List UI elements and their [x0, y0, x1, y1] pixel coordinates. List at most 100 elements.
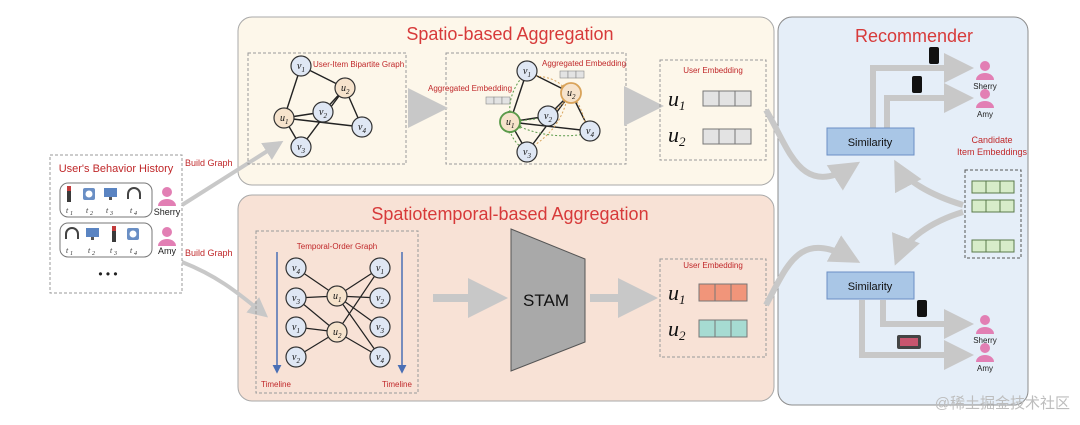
rec-user-sherry-bottom: Sherry: [973, 336, 997, 345]
item-node-v1: v1: [285, 316, 307, 338]
palette-icon: [897, 335, 921, 349]
svg-text:t: t: [130, 246, 133, 255]
rec-user-sherry-top-icon: [976, 61, 994, 80]
item-node-v2: v2: [312, 101, 334, 123]
behavior-title: User's Behavior History: [59, 163, 174, 175]
bipartite-label: User-Item Bipartite Graph: [313, 60, 404, 69]
svg-text:t: t: [106, 206, 109, 215]
user-embedding-spatio: User Embedding u1 u2: [659, 59, 767, 161]
svg-text:v3: v3: [376, 322, 384, 335]
svg-text:v4: v4: [358, 122, 366, 135]
behavior-history: User's Behavior History t t t t t t t t Sher…: [49, 154, 183, 294]
svg-text:u1: u1: [333, 291, 342, 304]
item-node-v2: v2: [369, 287, 391, 309]
time-subscript: 2: [92, 251, 95, 257]
svg-text:v1: v1: [376, 263, 384, 276]
temporal-order-graph: Temporal-Order Graph Timeline Timeline: [255, 230, 419, 394]
user-node-u2: u2: [326, 321, 348, 343]
svg-text:v2: v2: [376, 293, 384, 306]
svg-text:u2: u2: [567, 88, 576, 101]
camera-icon: [83, 188, 95, 200]
lipstick-icon: [67, 186, 71, 202]
rec-user-sherry-bottom-icon: [976, 315, 994, 334]
time-subscript: 1: [70, 251, 73, 257]
user-node-u1: u1: [273, 107, 295, 129]
recommender-flows: [763, 53, 974, 370]
item-node-v4: v4: [579, 120, 601, 142]
spatiotemporal-title: Spatiotemporal-based Aggregation: [371, 204, 648, 224]
rec-user-sherry-top: Sherry: [973, 82, 997, 91]
time-subscript: 2: [90, 211, 93, 217]
svg-text:t: t: [66, 246, 69, 255]
time-subscript: 1: [70, 211, 73, 217]
user-node-u1: u1: [499, 111, 521, 133]
similarity-label-bottom: Similarity: [848, 281, 893, 293]
aggregated-label-1: Aggregated Embedding: [542, 59, 626, 68]
temporal-label: Temporal-Order Graph: [297, 242, 377, 251]
phone-icon: [929, 47, 939, 64]
lipstick-icon: [112, 226, 116, 242]
stam-block: STAM: [510, 228, 586, 372]
user-amy-label: Amy: [158, 246, 177, 256]
camera-icon: [127, 228, 139, 240]
svg-text:v3: v3: [297, 142, 305, 155]
embedding-u1-bottom: u1: [668, 280, 686, 307]
svg-text:t: t: [130, 206, 133, 215]
user-embedding-label-bottom: User Embedding: [683, 261, 743, 270]
rec-user-amy-bottom: Amy: [977, 364, 993, 373]
svg-text:v4: v4: [586, 126, 594, 139]
svg-text:t: t: [88, 246, 91, 255]
user-embedding-spatiotemporal: User Embedding u1 u2: [659, 258, 767, 358]
item-node-v1: v1: [516, 60, 538, 82]
item-node-v3: v3: [516, 141, 538, 163]
time-subscript: 4: [134, 250, 137, 257]
user-amy-icon: [158, 227, 176, 246]
timeline-left: Timeline: [261, 380, 291, 389]
svg-text:v3: v3: [292, 293, 300, 306]
svg-text:v2: v2: [544, 111, 552, 124]
embedding-u2-bottom: u2: [668, 316, 686, 343]
svg-text:v1: v1: [292, 322, 300, 335]
candidate-embeddings: [964, 169, 1022, 259]
svg-text:t: t: [110, 246, 113, 255]
phone-icon: [917, 300, 927, 317]
svg-text:t: t: [66, 206, 69, 215]
svg-text:t: t: [86, 206, 89, 215]
build-graph-label-top: Build Graph: [185, 158, 233, 168]
user-sherry-icon: [158, 187, 176, 206]
item-node-v1: v1: [290, 55, 312, 77]
user-embedding-label-top: User Embedding: [683, 66, 743, 75]
similarity-box-bottom: [826, 271, 915, 300]
rec-user-amy-top-icon: [976, 89, 994, 108]
svg-text:v4: v4: [376, 352, 384, 365]
item-node-v2: v2: [537, 105, 559, 127]
aggregated-label-2: Aggregated Embedding: [428, 84, 512, 93]
svg-text:u2: u2: [333, 327, 342, 340]
ellipsis: • • •: [98, 267, 117, 281]
svg-text:u1: u1: [280, 113, 289, 126]
item-node-v2: v2: [285, 346, 307, 368]
graph-nodes: v1 u2 u1 v2 v4 v3 v1 u2 u1 v2 v4 v3 v4 v3 v1 v2 u1 u2 v1 v2…: [273, 55, 601, 368]
user-node-u2: u2: [334, 77, 356, 99]
recommender-title: Recommender: [855, 26, 973, 46]
spatiotemporal-panel: [237, 194, 775, 402]
item-node-v4: v4: [285, 257, 307, 279]
headphones-icon: [65, 227, 79, 239]
user-node-u2: u2: [560, 82, 582, 104]
time-subscript: 3: [109, 211, 113, 217]
svg-text:v3: v3: [523, 147, 531, 160]
build-graph-label-bottom: Build Graph: [185, 248, 233, 258]
monitor-icon: [86, 228, 99, 240]
svg-text:v2: v2: [319, 107, 327, 120]
recommender-panel: [777, 16, 1029, 406]
monitor-icon: [104, 188, 117, 200]
svg-text:u1: u1: [506, 117, 515, 130]
similarity-label-top: Similarity: [848, 137, 893, 149]
item-node-v3: v3: [290, 136, 312, 158]
watermark: @稀土掘金技术社区: [935, 395, 1070, 412]
rec-user-amy-top: Amy: [977, 110, 993, 119]
svg-text:v1: v1: [297, 61, 305, 74]
item-node-v4: v4: [351, 116, 373, 138]
user-sherry-label: Sherry: [154, 207, 181, 217]
